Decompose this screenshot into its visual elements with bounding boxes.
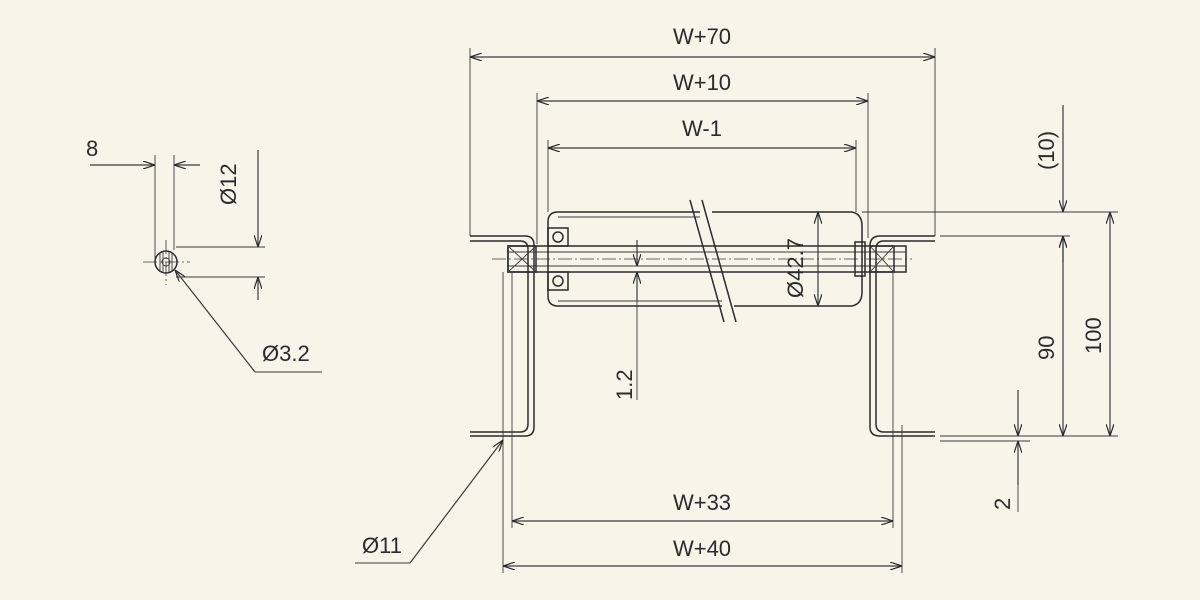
dim-w-plus-40-label: W+40 (673, 536, 731, 561)
dimension-1-2: 1.2 (612, 240, 637, 400)
dim-dia-12-label: Ø12 (216, 163, 241, 205)
dim-10-label: (10) (1034, 131, 1059, 170)
shaft-end-detail: 8 Ø12 Ø3.2 (86, 136, 322, 373)
dim-dia-11-label: Ø11 (362, 533, 402, 558)
dimension-dia-3-2: Ø3.2 (175, 270, 322, 373)
dim-w-minus-1-label: W-1 (682, 116, 722, 141)
dimension-8: 8 (86, 136, 200, 262)
dimension-dia-12: Ø12 (176, 150, 265, 300)
right-frame-bracket (869, 235, 935, 437)
tube-break-line (689, 199, 725, 323)
dim-100-label: 100 (1081, 317, 1106, 354)
dimension-90: 90 (1034, 236, 1063, 436)
dim-90-label: 90 (1034, 336, 1059, 360)
dim-dia-42-7-label: Ø42.7 (783, 238, 808, 298)
dimension-w-minus-1: W-1 (548, 116, 856, 148)
dimension-w-plus-40: W+40 (503, 536, 902, 566)
dimension-2: 2 (990, 390, 1018, 512)
dim-1-2-label: 1.2 (612, 369, 637, 400)
main-front-view: W+70 W+10 W-1 Ø42.7 1.2 (355, 24, 1118, 573)
dim-w-plus-33-label: W+33 (673, 490, 731, 515)
dim-2-label: 2 (990, 498, 1015, 510)
dimension-w-plus-70: W+70 (470, 24, 935, 57)
left-bearing (547, 227, 569, 291)
dimension-dia-42-7: Ø42.7 (783, 212, 818, 306)
dimension-w-plus-10: W+10 (537, 70, 868, 101)
dim-dia-3-2-label: Ø3.2 (262, 341, 310, 366)
left-frame-bracket (470, 235, 535, 437)
dimension-100: 100 (1081, 212, 1110, 436)
dim-8-label: 8 (86, 136, 98, 161)
dim-w-plus-70-label: W+70 (673, 24, 731, 49)
dim-w-plus-10-label: W+10 (673, 70, 731, 95)
dimension-10: (10) (1034, 105, 1063, 262)
roller-tube (547, 199, 866, 323)
dimension-dia-11: Ø11 (355, 440, 503, 564)
dimension-w-plus-33: W+33 (512, 490, 893, 521)
